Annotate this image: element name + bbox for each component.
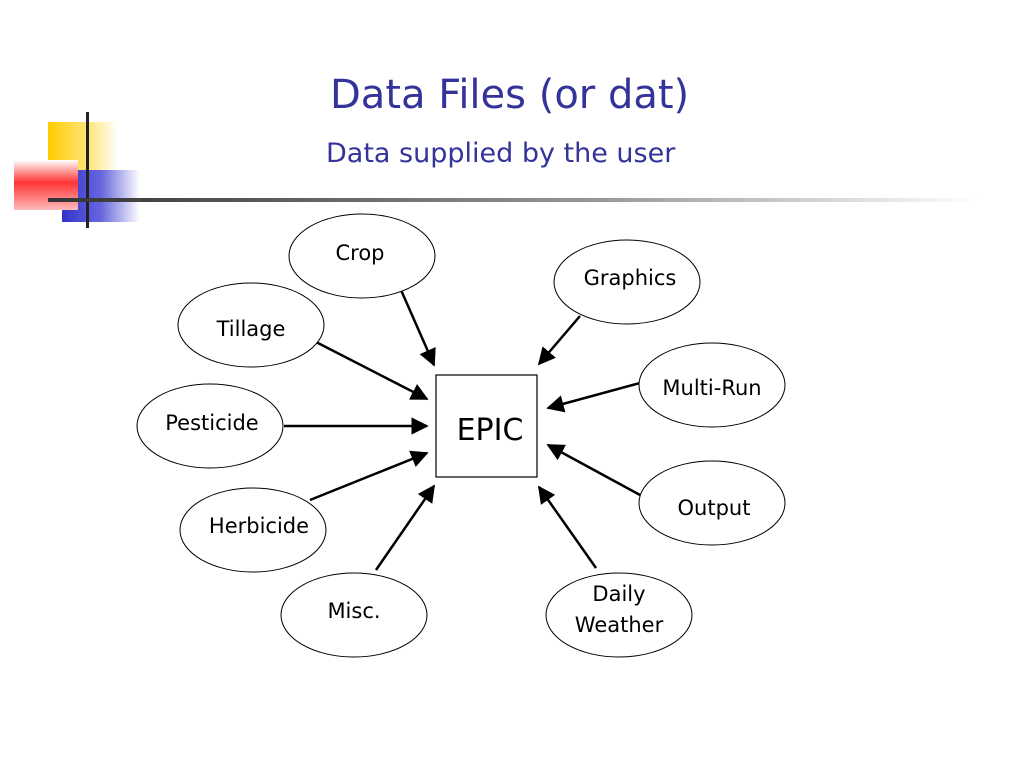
arrow-daily-weather — [537, 485, 598, 569]
epic-box: EPIC — [435, 374, 538, 478]
node-label: Crop — [335, 241, 384, 265]
node-label: Herbicide — [209, 514, 309, 538]
arrow-tillage — [315, 340, 429, 401]
node-label: Misc. — [327, 599, 380, 623]
node-label: Multi-Run — [662, 376, 761, 400]
arrow-multi-run — [546, 381, 641, 413]
node-label: Weather — [575, 613, 664, 637]
arrow-misc — [374, 484, 436, 571]
slide-subtitle: Data supplied by the user — [326, 138, 676, 169]
node-label: Output — [678, 496, 751, 520]
arrow-output — [546, 443, 641, 497]
node-label: Tillage — [216, 317, 286, 341]
connector-arrows — [284, 289, 641, 571]
node-label: Graphics — [584, 266, 677, 290]
node-output: Output — [638, 460, 786, 546]
deco-vertical-rule — [86, 112, 89, 228]
node-herbicide: Herbicide — [179, 487, 327, 573]
corner-decoration — [14, 112, 978, 228]
arrow-herbicide — [309, 450, 429, 502]
node-label: Daily — [592, 582, 645, 606]
node-misc: Misc. — [280, 572, 428, 658]
title-underline-rule — [48, 198, 978, 202]
node-daily-weather: Daily Weather — [545, 572, 693, 658]
node-multi-run: Multi-Run — [638, 342, 786, 428]
slide-title: Data Files (or dat) — [330, 72, 690, 118]
node-graphics: Graphics — [553, 239, 701, 325]
arrow-crop — [399, 289, 436, 367]
node-pesticide: Pesticide — [136, 383, 284, 469]
node-crop: Crop — [288, 213, 436, 299]
epic-label: EPIC — [457, 413, 524, 448]
node-tillage: Tillage — [177, 282, 325, 368]
node-label: Pesticide — [165, 411, 258, 435]
arrow-graphics — [537, 315, 581, 366]
